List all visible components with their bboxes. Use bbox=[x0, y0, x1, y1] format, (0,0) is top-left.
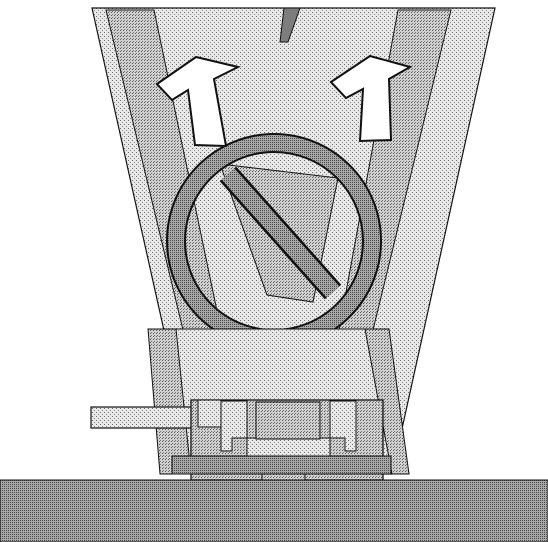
side-handle bbox=[90, 406, 193, 429]
prohibition-slash-fill bbox=[221, 168, 340, 298]
center-bracket-inner bbox=[255, 401, 321, 440]
floor-surface bbox=[0, 479, 548, 542]
upper-center-strap bbox=[279, 7, 301, 43]
base-lower-rim bbox=[171, 455, 392, 475]
left-base-block bbox=[197, 399, 223, 428]
left-up-arrow-icon bbox=[155, 55, 241, 148]
right-up-arrow-icon bbox=[329, 54, 413, 143]
